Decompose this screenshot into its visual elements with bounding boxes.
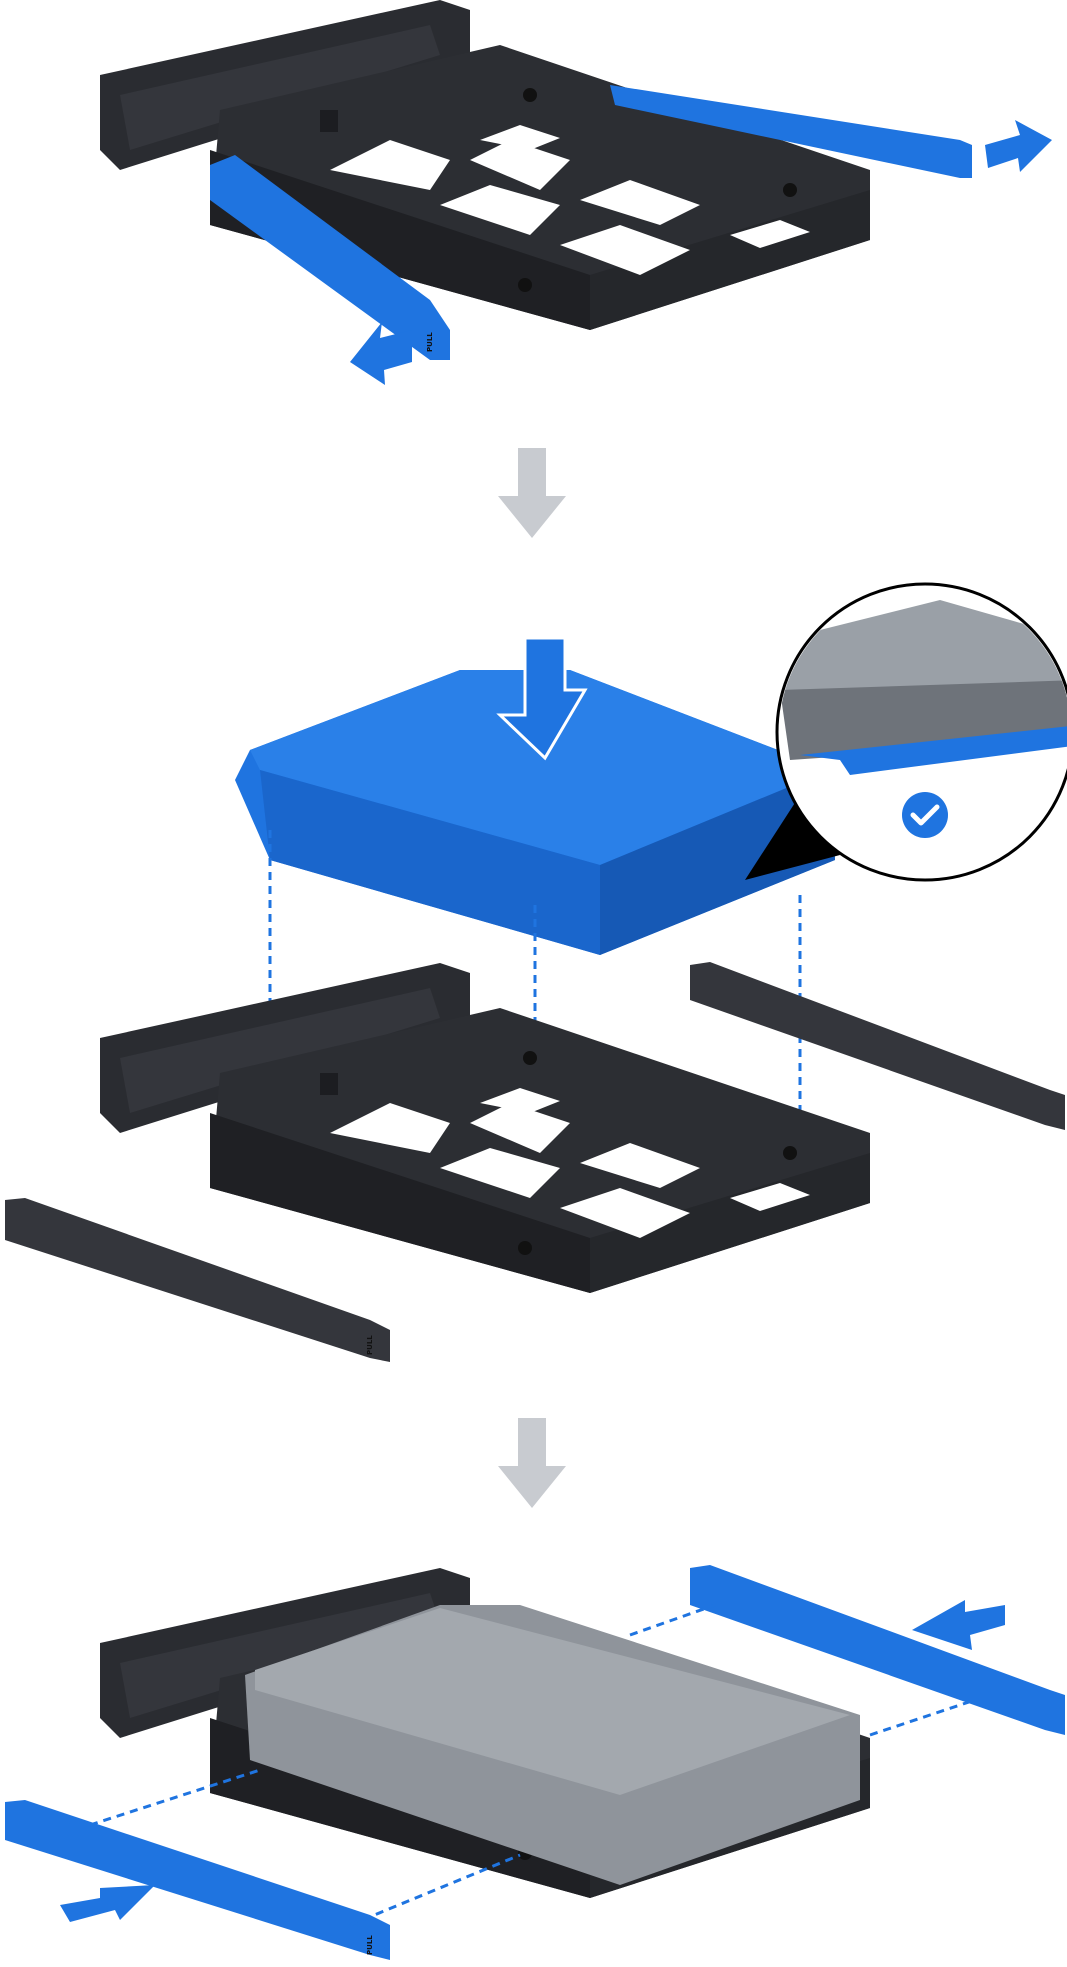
- detail-magnifier: [745, 582, 1067, 882]
- down-arrow-icon: [498, 1418, 566, 1508]
- arrow-right-icon: [985, 120, 1052, 172]
- attachment-guides: [89, 1603, 976, 1927]
- step-1-remove-rails: PULL: [100, 0, 1052, 385]
- arrow-left-icon: [350, 322, 412, 385]
- step-3-attach-rails: PULL: [5, 1565, 1065, 1960]
- detached-rail-left: PULL: [5, 1198, 390, 1362]
- right-rail-blue: [610, 85, 972, 178]
- pull-label: PULL: [426, 332, 434, 352]
- detached-rail-right: [690, 962, 1065, 1130]
- rail-left-blue: PULL: [5, 1800, 390, 1960]
- left-rail-blue: PULL: [210, 155, 450, 360]
- hard-drive-blue: [235, 636, 835, 955]
- pull-label: PULL: [366, 1335, 374, 1355]
- hard-drive-gray: [245, 1605, 860, 1885]
- arrow-left-icon: [912, 1600, 1005, 1650]
- rail-right-blue: [690, 1565, 1065, 1735]
- check-badge: [902, 792, 948, 838]
- arrow-right-icon: [60, 1885, 155, 1922]
- arrow-down-icon: [496, 636, 588, 761]
- step-2-insert-drive: PULL: [5, 582, 1067, 1362]
- checkmark-icon: [910, 804, 940, 826]
- pull-label: PULL: [366, 1935, 374, 1955]
- down-arrow-icon: [498, 448, 566, 538]
